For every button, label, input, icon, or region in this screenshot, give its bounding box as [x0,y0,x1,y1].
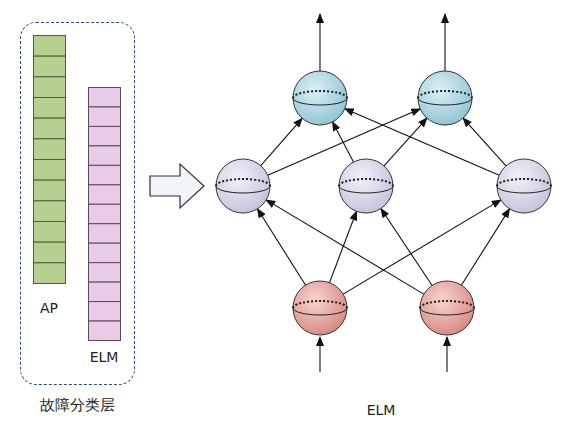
output-neuron [293,71,347,125]
hidden-neuron [497,159,551,213]
input-neuron [420,281,474,335]
bar-cell [33,262,65,283]
block-arrow [150,164,204,208]
bar-cell [33,56,65,77]
bar-cell [88,87,120,106]
bar-cells [88,87,121,340]
bar-cell [33,35,65,56]
bar-cell [88,165,120,184]
feature-vector-bar: ELM [88,87,121,340]
network-label: ELM [331,400,431,420]
output-neuron [418,71,472,125]
input-arrow [446,337,447,372]
bar-cell [33,118,65,139]
bar-cell [33,200,65,221]
bar-cell [33,97,65,118]
group-title: 故障分类层 [21,395,133,415]
weight-arrow [463,118,506,166]
dashed-group-box: 故障分类层APELM [20,22,135,385]
weight-arrow [266,200,424,294]
bar-cell [33,180,65,201]
output-arrow [319,14,320,71]
weight-arrow [345,109,499,176]
bar-cell [33,76,65,97]
bar-cell [88,282,120,301]
bar-cell [88,106,120,125]
weight-arrow [381,209,432,286]
hidden-neuron [216,159,270,213]
bar-label: AP [23,298,76,318]
weight-arrow [261,118,302,165]
bar-cell [33,138,65,159]
bar-cell [88,243,120,262]
bar-cell [88,321,120,340]
bar-cell [33,242,65,263]
input-neuron [293,281,347,335]
bar-cell [88,262,120,281]
bar-cell [88,301,120,320]
bar-cell [88,223,120,242]
input-arrow [319,337,320,372]
weight-arrow [343,200,501,294]
bar-cell [88,126,120,145]
weight-arrow [257,209,305,285]
bar-cell [88,145,120,164]
weight-arrow [268,109,420,175]
weight-arrow [461,209,509,285]
bar-cells [33,35,66,283]
weight-arrow [330,211,357,282]
feature-vector-bar: AP [33,35,66,283]
output-arrow [444,14,445,71]
bar-label: ELM [78,347,131,367]
bar-cell [33,159,65,180]
weight-arrow [384,118,427,166]
bar-cell [88,204,120,223]
weight-arrow [333,122,354,162]
bar-cell [88,184,120,203]
bar-cell [33,221,65,242]
hidden-neuron [339,159,393,213]
